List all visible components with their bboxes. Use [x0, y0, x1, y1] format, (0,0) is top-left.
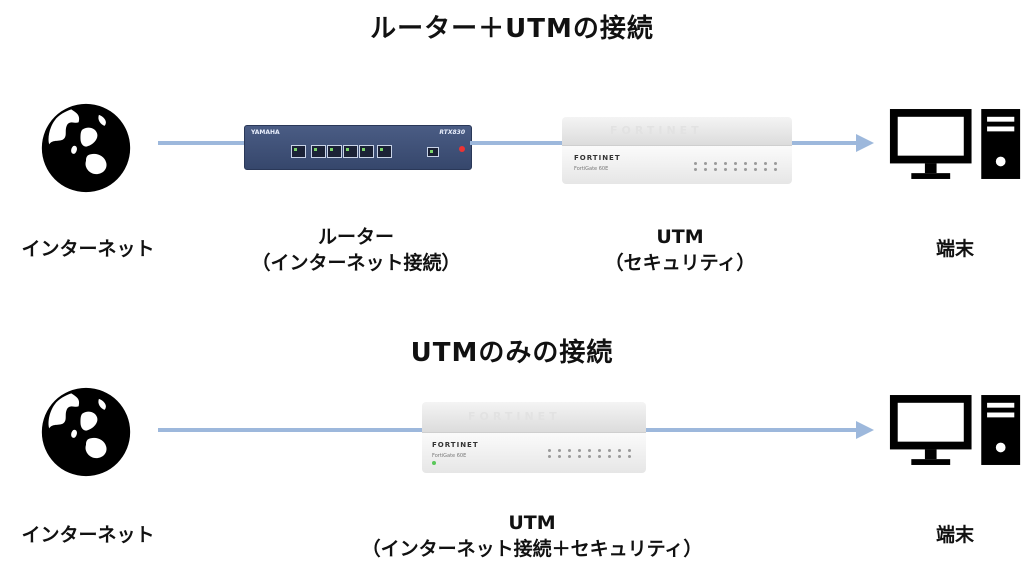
- utm-device: FORTINET: [562, 117, 792, 145]
- utm-label-line2: （インターネット接続＋セキュリティ）: [361, 538, 703, 560]
- internet-label: インターネット: [21, 524, 155, 546]
- utm-brand-top: FORTINET: [610, 124, 703, 137]
- computer-icon: [888, 104, 1024, 184]
- utm-model: FortiGate 60E: [432, 453, 467, 459]
- utm-brand: FORTINET: [574, 154, 621, 162]
- utm-label-line1: UTM: [656, 226, 704, 248]
- router-label-line1: ルーター: [317, 226, 394, 248]
- terminal-label: 端末: [935, 524, 974, 546]
- utm-power-led: [432, 461, 436, 465]
- utm-brand: FORTINET: [432, 441, 479, 449]
- diagram2-title: UTMのみの接続: [410, 338, 614, 368]
- router-device: YAMAHA RTX830: [244, 125, 472, 170]
- computer-icon: [888, 390, 1024, 470]
- globe-icon: [40, 102, 132, 194]
- arrow-head-icon: [856, 134, 874, 152]
- connector-line: [158, 141, 244, 145]
- utm-label-line2: （セキュリティ）: [604, 252, 756, 274]
- utm-front-panel: FORTINET FortiGate 60E: [562, 145, 792, 184]
- utm-model: FortiGate 60E: [574, 166, 609, 172]
- router-label-line2: （インターネット接続）: [251, 252, 461, 274]
- utm-label-line1: UTM: [508, 512, 556, 534]
- utm-led-grid: [694, 162, 781, 171]
- router-model: RTX830: [439, 129, 465, 136]
- arrow-head-icon: [856, 421, 874, 439]
- utm-device: FORTINET: [422, 402, 646, 432]
- router-brand: YAMAHA: [251, 129, 280, 136]
- utm-front-panel: FORTINET FortiGate 60E: [422, 432, 646, 473]
- connector-line: [158, 428, 422, 432]
- router-label: ルーター （インターネット接続）: [240, 224, 472, 276]
- utm-label: UTM （インターネット接続＋セキュリティ）: [332, 510, 732, 562]
- diagram1-title: ルーター＋UTMの接続: [370, 14, 654, 44]
- utm-brand-top: FORTINET: [468, 410, 561, 423]
- connector-line: [470, 141, 562, 145]
- utm-label: UTM （セキュリティ）: [570, 224, 790, 276]
- internet-label: インターネット: [21, 238, 155, 260]
- globe-icon: [40, 386, 132, 478]
- terminal-label: 端末: [935, 238, 974, 260]
- connector-line: [792, 141, 856, 145]
- utm-led-grid: [548, 449, 635, 458]
- connector-line: [646, 428, 856, 432]
